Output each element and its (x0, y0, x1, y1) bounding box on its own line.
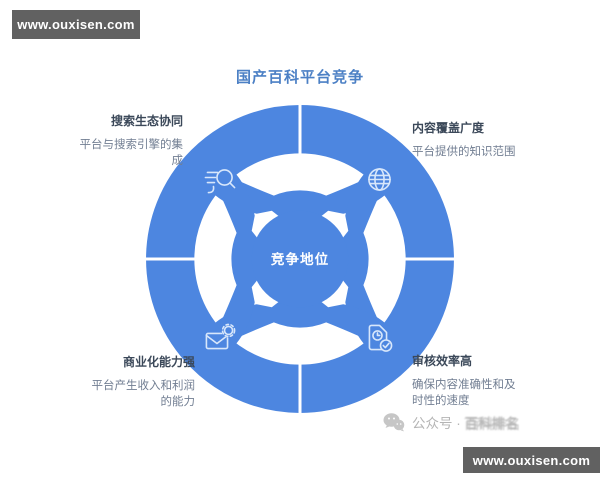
label-heading: 搜索生态协同 (110, 114, 183, 128)
search-speed-lines-icon (204, 169, 236, 194)
document-clock-check-icon (368, 324, 393, 352)
quadrant-divider-lines (141, 100, 459, 418)
center-circle (251, 210, 349, 308)
label-desc: 平台产生收入和利润的能力 (91, 380, 196, 408)
website-url-top: www.ouxisen.com (17, 17, 135, 32)
website-watermark-bottom: www.ouxisen.com (463, 447, 600, 473)
label-commercialization: 商业化能力强 平台产生收入和利润的能力 (87, 354, 196, 410)
label-heading: 商业化能力强 (122, 355, 195, 369)
converging-arrows (214, 173, 386, 345)
arrow-top (214, 177, 386, 233)
label-search-ecosystem: 搜索生态协同 平台与搜索引擎的集成 (75, 113, 184, 169)
label-review-efficiency: 审核效率高 确保内容准确性和及时性的速度 (412, 353, 520, 409)
website-watermark-top: www.ouxisen.com (12, 10, 140, 39)
label-desc: 平台与搜索引擎的集成 (79, 139, 184, 167)
label-desc: 确保内容准确性和及时性的速度 (412, 379, 516, 407)
label-content-coverage: 内容覆盖广度 平台提供的知识范围 (412, 120, 520, 160)
website-url-bottom: www.ouxisen.com (472, 452, 591, 468)
label-desc: 平台提供的知识范围 (412, 146, 516, 158)
converging-arrows-diagram: 竞争地位 (141, 100, 459, 418)
label-heading: 内容覆盖广度 (412, 121, 485, 135)
envelope-gear-icon (205, 323, 236, 350)
wechat-icon (383, 413, 405, 432)
globe-icon (368, 168, 391, 191)
label-heading: 审核效率高 (412, 354, 473, 368)
wechat-watermark: 公众号 · 百科排名 (383, 412, 519, 432)
watermark-text: 公众号 · 百科排名 (412, 416, 519, 431)
center-label: 竞争地位 (271, 251, 329, 267)
watermark-garbled-text: 百科排名 (464, 416, 519, 431)
page-title: 国产百科平台竞争 (235, 69, 364, 86)
